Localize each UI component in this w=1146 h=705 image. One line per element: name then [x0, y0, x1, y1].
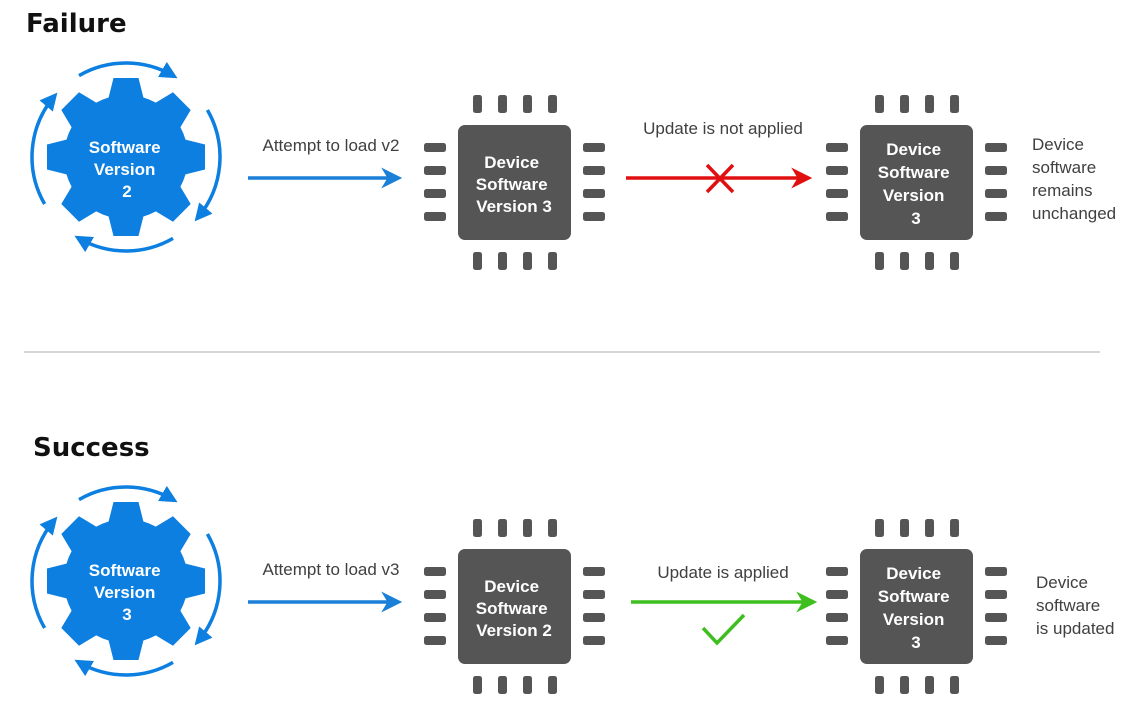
chip-icon — [826, 95, 1007, 270]
gear-icon — [47, 502, 205, 660]
chip-icon — [424, 519, 605, 694]
failure-source-software: Software Version 2 — [30, 61, 222, 253]
failure-outcome: Device software remains unchanged — [1032, 135, 1116, 223]
chip-icon — [424, 95, 605, 270]
success-result-caption: Update is applied — [657, 563, 788, 582]
success-load-caption: Attempt to load v3 — [262, 560, 399, 579]
failure-result-chip-line-3: Version — [883, 186, 944, 205]
failure-source-device: Device Software Version 3 — [424, 95, 605, 270]
success-source-chip-line-1: Device — [484, 577, 539, 596]
success-result-chip-line-4: 3 — [911, 633, 920, 652]
failure-result-chip-label: Device Software Version 3 — [878, 140, 955, 228]
cross-mark-icon — [705, 163, 735, 194]
success-source-device: Device Software Version 2 — [424, 519, 605, 694]
failure-outcome-line-2: software — [1032, 158, 1096, 177]
success-result-chip-line-3: Version — [883, 610, 944, 629]
failure-result-chip-line-1: Device — [886, 140, 941, 159]
success-title: Success — [33, 433, 150, 463]
success-gear-line-3: 3 — [122, 605, 131, 624]
failure-outcome-line-1: Device — [1032, 135, 1084, 154]
failure-section: Failure Software Version 2 Attempt to lo… — [26, 9, 1116, 270]
failure-result-chip-line-4: 3 — [911, 209, 920, 228]
success-source-chip-line-2: Software — [476, 599, 548, 618]
success-result-chip-line-2: Software — [878, 587, 950, 606]
failure-gear-label: Software Version 2 — [89, 138, 166, 201]
success-gear-label: Software Version 3 — [89, 561, 166, 624]
success-outcome: Device software is updated — [1036, 573, 1114, 638]
success-outcome-line-1: Device — [1036, 573, 1088, 592]
cycle-arrows-icon — [30, 61, 222, 253]
failure-outcome-line-4: unchanged — [1032, 204, 1116, 223]
failure-outcome-line-3: remains — [1032, 181, 1092, 200]
success-section: Success Software Version 3 Attempt to lo… — [30, 433, 1114, 694]
failure-source-chip-label: Device Software Version 3 — [476, 153, 553, 216]
success-source-chip-label: Device Software Version 2 — [476, 577, 553, 640]
failure-gear-line-2: Version — [94, 160, 155, 179]
success-outcome-line-2: software — [1036, 596, 1100, 615]
success-source-software: Software Version 3 — [30, 485, 222, 677]
failure-load-caption: Attempt to load v2 — [262, 136, 399, 155]
failure-title: Failure — [26, 9, 127, 39]
success-result-chip-label: Device Software Version 3 — [878, 564, 955, 652]
success-gear-line-1: Software — [89, 561, 161, 580]
failure-result-caption: Update is not applied — [643, 119, 803, 138]
failure-gear-line-1: Software — [89, 138, 161, 157]
success-gear-line-2: Version — [94, 583, 155, 602]
cycle-arrows-icon — [30, 485, 222, 677]
success-result-chip-line-1: Device — [886, 564, 941, 583]
chip-icon — [826, 519, 1007, 694]
gear-icon — [47, 78, 205, 236]
failure-source-chip-line-1: Device — [484, 153, 539, 172]
failure-source-chip-line-3: Version 3 — [476, 197, 552, 216]
failure-source-chip-line-2: Software — [476, 175, 548, 194]
success-outcome-line-3: is updated — [1036, 619, 1114, 638]
success-result-device: Device Software Version 3 — [826, 519, 1007, 694]
failure-result-device: Device Software Version 3 — [826, 95, 1007, 270]
failure-gear-line-3: 2 — [122, 182, 131, 201]
failure-result-chip-line-2: Software — [878, 163, 950, 182]
success-source-chip-line-3: Version 2 — [476, 621, 552, 640]
check-mark-icon — [701, 613, 746, 646]
